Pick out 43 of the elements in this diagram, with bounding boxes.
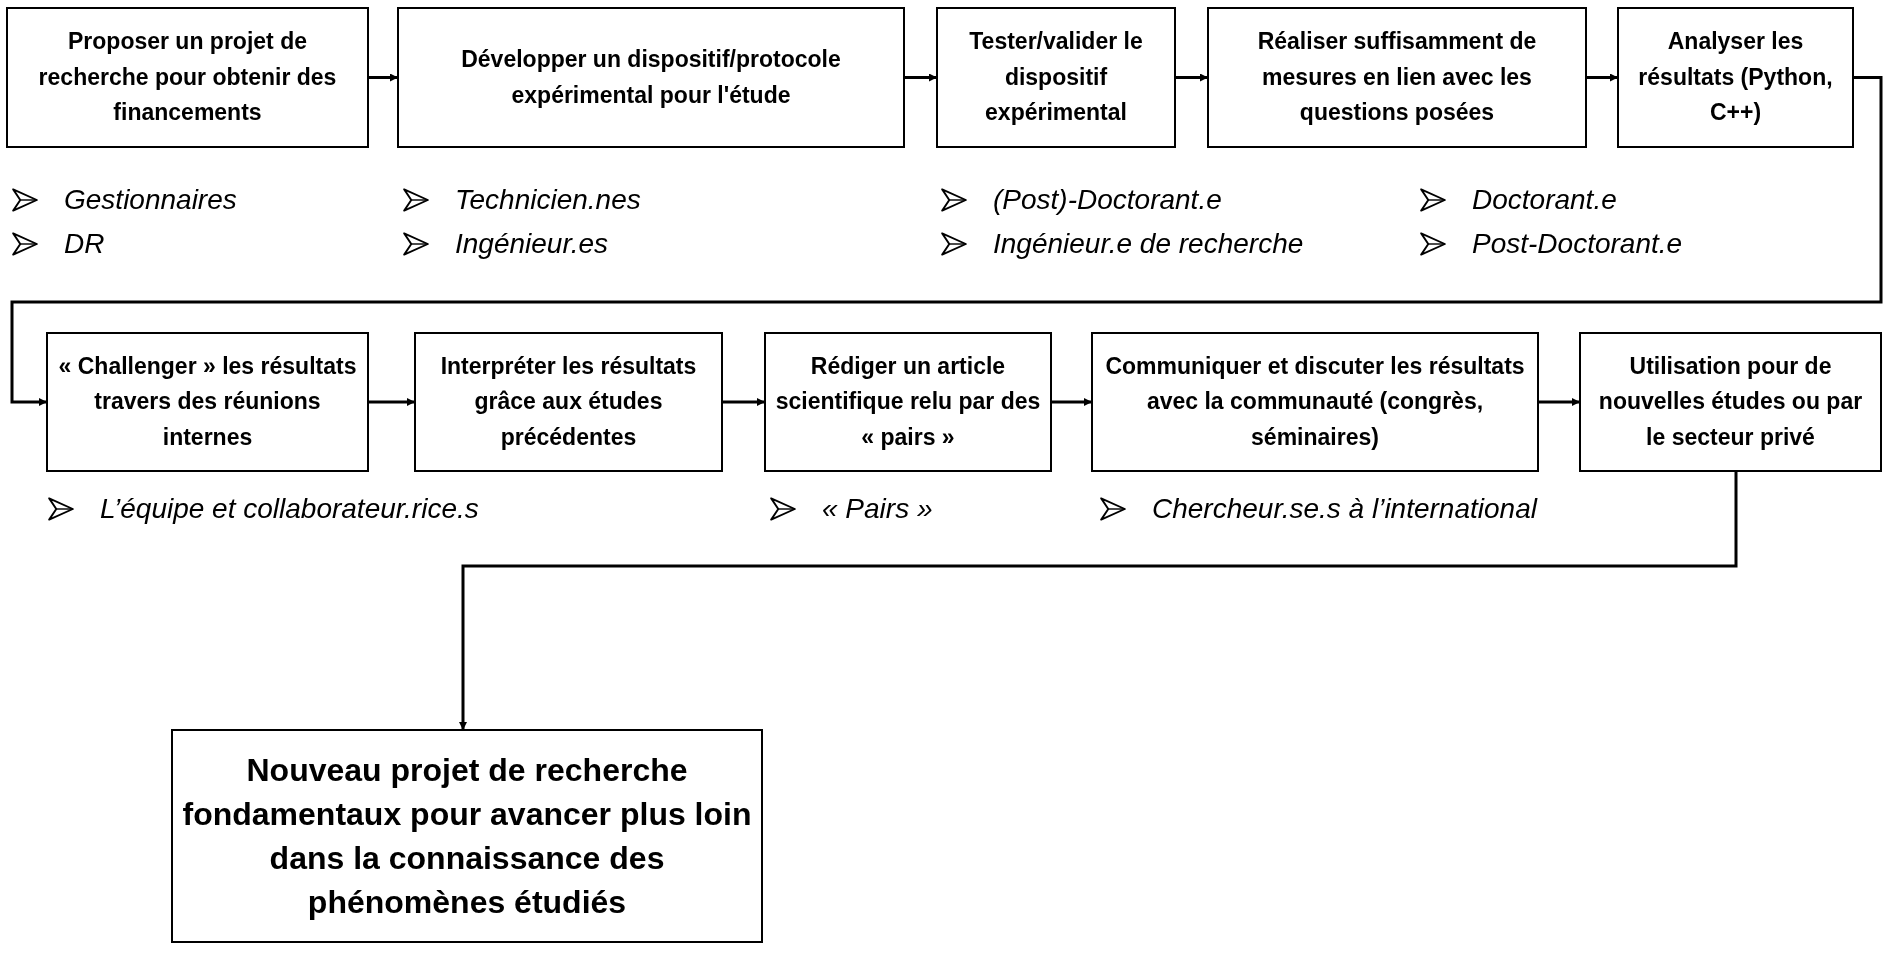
box-text: Utilisation pour de nouvelles études ou par le secteur privé <box>1597 351 1864 452</box>
arrow <box>1539 398 1580 406</box>
box-text: Proposer un projet de recherche pour obtenir des financements <box>37 27 338 128</box>
arrow <box>369 73 398 82</box>
role-label: Ingénieur.es <box>455 228 609 260</box>
box-text: Tester/valider le dispositif expérimental <box>968 27 1144 128</box>
role-label: « Pairs » <box>822 493 933 525</box>
process-box <box>171 729 763 943</box>
role-label: DR <box>64 228 105 260</box>
role-label: (Post)-Doctorant.e <box>993 184 1222 216</box>
process-box <box>397 7 905 148</box>
box-text: Communiquer et discuter les résultats avec la communauté (congrès, séminaires) <box>1104 351 1526 452</box>
box-text: Interpréter les résultats grâce aux études précédentes <box>439 351 698 452</box>
box-text: Réaliser suffisamment de mesures en lien avec les questions posées <box>1256 27 1538 128</box>
arrow <box>1176 73 1208 82</box>
role-label: Ingénieur.e de recherche <box>993 228 1304 260</box>
box-text: Analyser les résultats (Python, C++) <box>1637 27 1834 128</box>
process-box <box>1617 7 1854 148</box>
process-box <box>6 7 369 148</box>
process-box <box>46 332 369 472</box>
process-box <box>936 7 1176 148</box>
arrow <box>905 73 937 82</box>
process-box <box>414 332 723 472</box>
arrow <box>1052 398 1092 406</box>
process-box <box>1091 332 1539 472</box>
box-text: Rédiger un article scientifique relu par des « pairs » <box>774 351 1042 452</box>
role-label: Chercheur.se.s à l’international <box>1152 493 1537 525</box>
arrow <box>459 472 1738 730</box>
process-box <box>1579 332 1882 472</box>
process-box <box>764 332 1052 472</box>
arrow <box>1587 73 1618 82</box>
box-text: Développer un dispositif/protocole expérimental pour l'étude <box>460 44 842 110</box>
box-text: « Challenger » les résultats travers des réunions internes <box>57 351 358 452</box>
role-label: Doctorant.e <box>1472 184 1617 216</box>
arrow <box>10 76 1883 406</box>
arrow <box>723 398 765 406</box>
arrow <box>369 398 415 406</box>
box-text: Nouveau projet de recherche fondamentaux pour avancer plus loin dans la connaissance des phénomènes étudiés <box>181 750 753 923</box>
role-label: Technicien.nes <box>455 184 641 216</box>
role-label: Post-Doctorant.e <box>1472 228 1683 260</box>
role-label: L’équipe et collaborateur.rice.s <box>100 493 479 525</box>
process-box <box>1207 7 1587 148</box>
role-label: Gestionnaires <box>64 184 237 216</box>
